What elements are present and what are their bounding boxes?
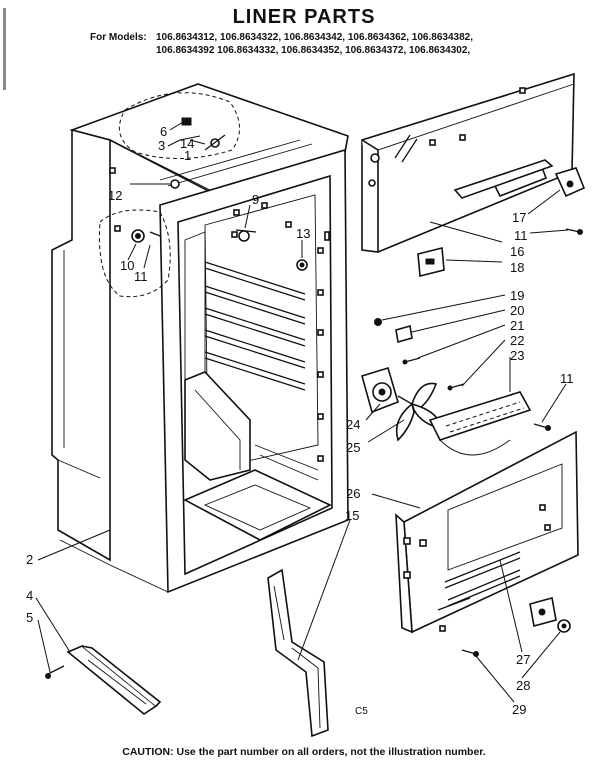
callout-25: 25 [346, 440, 360, 455]
back-cover-panel [361, 72, 586, 253]
callout-14: 14 [180, 136, 194, 151]
callout-20: 20 [510, 303, 524, 318]
evaporator-cover [395, 430, 579, 657]
page-title: LINER PARTS [232, 6, 376, 28]
callout-3: 3 [158, 138, 165, 153]
callout-11c: 11 [560, 371, 574, 386]
model-line-1: For Models: 106.8634312, 106.8634322, 106… [90, 31, 590, 44]
callout-4: 4 [26, 588, 33, 603]
callout-12: 12 [108, 188, 122, 203]
cabinet-liner [51, 83, 349, 594]
models-label: For Models: [90, 32, 147, 43]
callout-2: 2 [26, 552, 33, 567]
callout-15: 15 [345, 508, 359, 523]
callout-1: 1 [184, 148, 191, 163]
callout-22: 22 [510, 333, 524, 348]
callout-19: 19 [510, 288, 524, 303]
callout-23: 23 [510, 348, 524, 363]
models-row-2: 106.8634392 106.8634332, 106.8634352, 10… [156, 45, 471, 56]
models-row-1: 106.8634312, 106.8634322, 106.8634342, 1… [156, 32, 473, 43]
leader-lines [35, 121, 569, 703]
diagram-code: C5 [355, 706, 368, 717]
callout-28: 28 [516, 678, 530, 693]
caution-note: CAUTION: Use the part number on all orde… [122, 746, 486, 758]
callout-17: 17 [512, 210, 526, 225]
callout-labels: 1 2 3 4 5 6 9 10 11 12 13 14 15 16 17 11… [26, 124, 574, 717]
callout-9: 9 [252, 192, 259, 207]
callout-26: 26 [346, 486, 360, 501]
breaker-strip [267, 568, 329, 738]
top-hardware-inset [98, 92, 308, 298]
callout-29: 29 [512, 702, 526, 717]
scan-edge-mark [3, 8, 6, 90]
cover-plate-18 [417, 246, 445, 278]
callout-27: 27 [516, 652, 530, 667]
callout-13: 13 [296, 226, 310, 241]
model-list: For Models: 106.8634312, 106.8634322, 106… [90, 31, 590, 57]
callout-24: 24 [346, 417, 360, 432]
callout-16: 16 [510, 244, 524, 259]
fan-assembly [361, 318, 551, 456]
callout-11b: 11 [514, 228, 528, 243]
callout-21: 21 [510, 318, 524, 333]
bottom-trim-strip [45, 645, 162, 715]
callout-18: 18 [510, 260, 524, 275]
callout-6: 6 [160, 124, 167, 139]
callout-5: 5 [26, 610, 33, 625]
callout-11a: 11 [134, 269, 148, 284]
callout-10: 10 [120, 258, 134, 273]
